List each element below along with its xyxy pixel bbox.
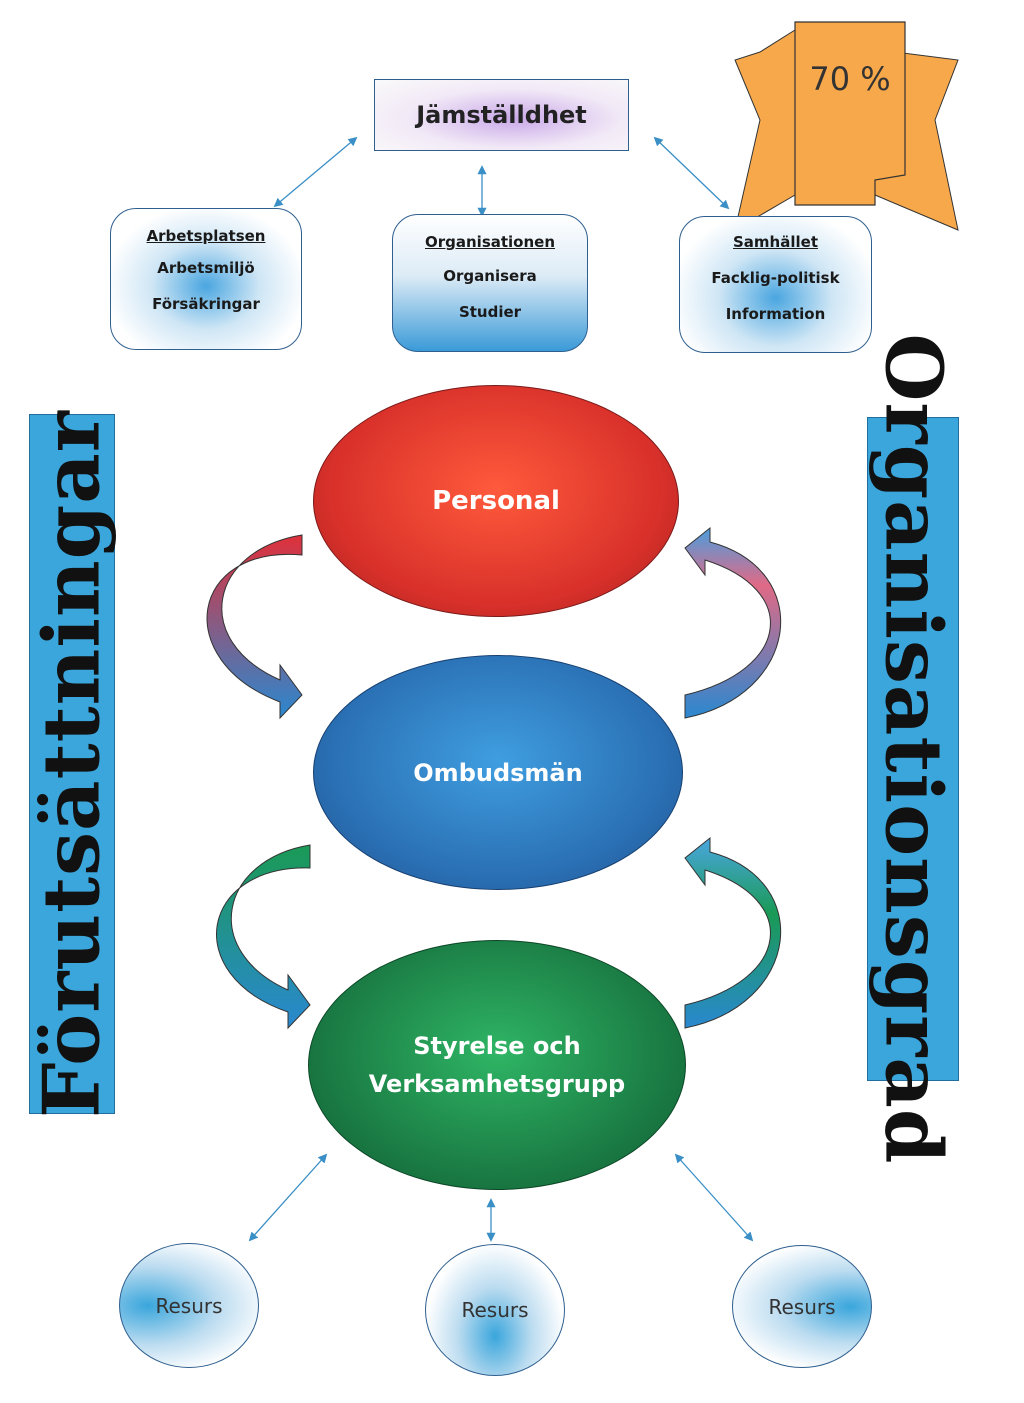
jamstalldhet-title: Jämställdhet	[416, 101, 587, 129]
percentage-badge: 70 %	[795, 60, 905, 98]
box-organisationen: Organisationen Organisera Studier	[392, 214, 588, 352]
connector-arbetsplatsen	[273, 136, 358, 208]
box-line: Information	[725, 305, 826, 323]
resurs-circle-right: Resurs	[732, 1245, 872, 1368]
styrelse-label-line2: Verksamhetsgrupp	[368, 1070, 626, 1098]
jamstalldhet-box: Jämställdhet	[374, 79, 629, 151]
sidebar-organisationsgrad: Organisationsgrad	[867, 334, 959, 1164]
resurs-circle-left: Resurs	[119, 1243, 259, 1368]
connector-samhallet	[653, 136, 730, 210]
percentage-value: 70 %	[809, 60, 891, 98]
box-samhallet: Samhället Facklig-politisk Information	[679, 216, 872, 353]
connector-resurs-left	[248, 1153, 328, 1242]
resurs-label: Resurs	[461, 1298, 529, 1322]
connector-resurs-right	[674, 1153, 754, 1242]
sidebar-forutsattningar: Förutsättningar	[27, 410, 118, 1118]
box-line: Arbetsmiljö	[157, 259, 255, 277]
ellipse-styrelse: Styrelse och Verksamhetsgrupp	[308, 940, 686, 1190]
resurs-circle-middle: Resurs	[425, 1244, 565, 1376]
ribbon-badge	[734, 21, 959, 232]
box-arbetsplatsen: Arbetsplatsen Arbetsmiljö Försäkringar	[110, 208, 302, 350]
sidebar-left-label: Förutsättningar	[26, 410, 118, 1118]
ellipse-personal: Personal	[313, 385, 679, 617]
arrow-styrelse-to-ombudsman	[684, 836, 782, 1029]
box-title: Arbetsplatsen	[146, 227, 266, 245]
arrow-ombudsman-to-styrelse	[216, 844, 311, 1030]
resurs-label: Resurs	[768, 1294, 836, 1319]
box-title: Organisationen	[424, 233, 556, 251]
arrow-personal-to-ombudsman	[206, 534, 303, 720]
ellipse-ombudsman: Ombudsmän	[313, 655, 683, 890]
styrelse-label-line1: Styrelse och	[413, 1032, 581, 1060]
box-title: Samhället	[733, 233, 818, 251]
box-line: Organisera	[443, 267, 537, 285]
sidebar-right-label: Organisationsgrad	[867, 333, 959, 1165]
personal-label: Personal	[432, 486, 560, 516]
ombudsman-label: Ombudsmän	[413, 758, 583, 787]
box-line: Studier	[458, 303, 522, 321]
box-line: Försäkringar	[152, 295, 260, 313]
arrow-ombudsman-to-personal	[684, 526, 782, 719]
resurs-label: Resurs	[155, 1293, 223, 1318]
box-line: Facklig-politisk	[711, 269, 840, 287]
